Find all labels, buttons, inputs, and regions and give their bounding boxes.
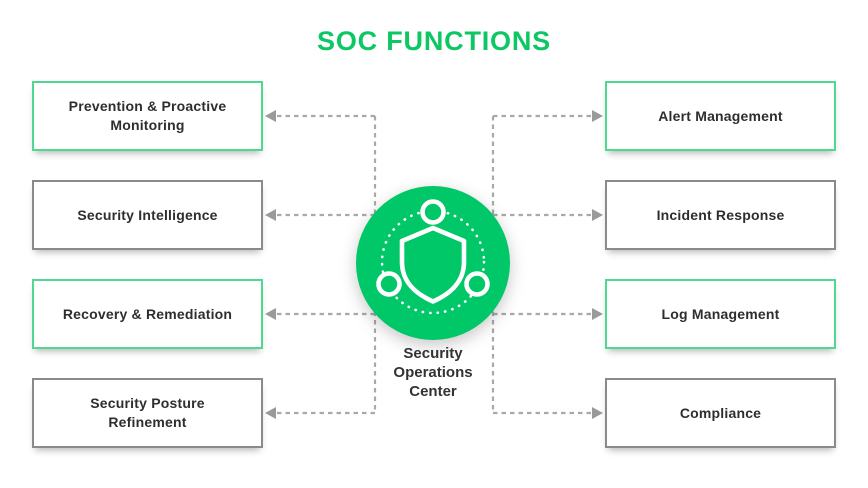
arrowhead-right-1 (592, 110, 603, 122)
page-title: SOC FUNCTIONS (317, 26, 551, 56)
box-label: Alert Management (658, 107, 783, 124)
green-circle (356, 186, 510, 340)
box-label: Compliance (679, 404, 762, 421)
arrowhead-left-1 (265, 110, 276, 122)
arrowhead-left-2 (265, 209, 276, 221)
box-label: Security Posture Refinement (90, 395, 205, 430)
box-label: Prevention & Proactive Monitoring (68, 98, 227, 133)
box-log-management: Log Management (605, 279, 836, 349)
arrowhead-right-4 (592, 407, 603, 419)
box-incident-response: Incident Response (605, 180, 836, 250)
box-security-intelligence: Security Intelligence (32, 180, 263, 250)
box-label: Security Intelligence (77, 206, 218, 223)
box-label: Recovery & Remediation (62, 305, 233, 322)
arrowhead-right-3 (592, 308, 603, 320)
arrowhead-right-2 (592, 209, 603, 221)
box-label: Log Management (661, 305, 780, 322)
shield-icon (399, 225, 467, 304)
arrowhead-left-4 (265, 407, 276, 419)
soc-center-circle (356, 186, 510, 340)
box-compliance: Compliance (605, 378, 836, 448)
node-left (376, 271, 402, 297)
arrowhead-left-3 (265, 308, 276, 320)
node-top (420, 199, 446, 225)
box-recovery-remediation: Recovery & Remediation (32, 279, 263, 349)
box-alert-management: Alert Management (605, 81, 836, 151)
shield-network-icon (376, 199, 490, 315)
node-right (464, 271, 490, 297)
box-security-posture-refinement: Security Posture Refinement (32, 378, 263, 448)
soc-center-label: Security Operations Center (393, 345, 473, 400)
box-label: Incident Response (656, 206, 785, 223)
box-prevention-proactive-monitoring: Prevention & Proactive Monitoring (32, 81, 263, 151)
